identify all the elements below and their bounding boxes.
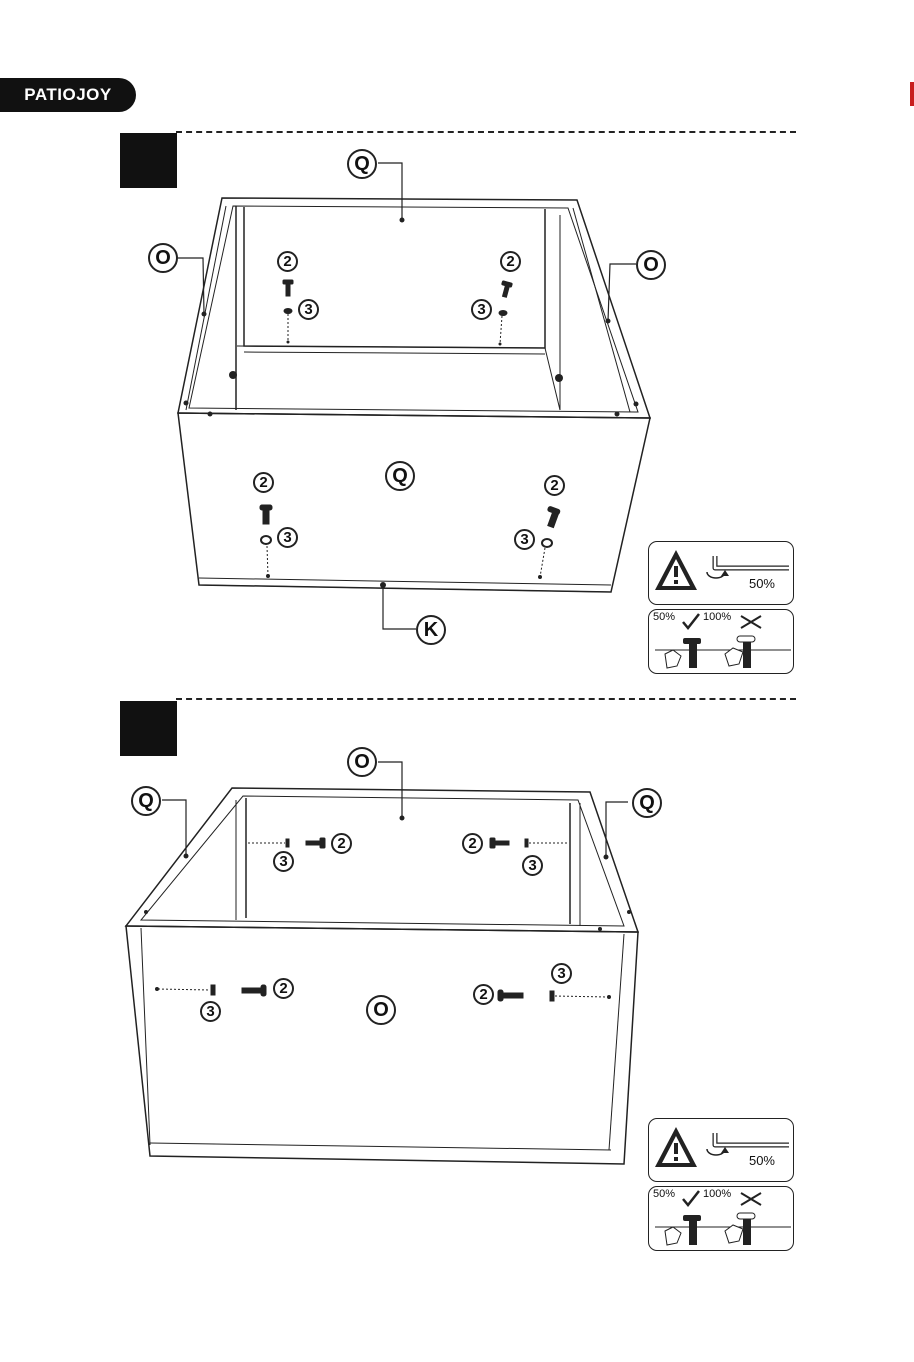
hex-key-icon [715, 1133, 789, 1145]
washer-label: 3 [200, 1001, 221, 1022]
screw-label: 2 [473, 984, 494, 1005]
hand-icon [665, 1227, 681, 1245]
hand-icon [725, 1225, 743, 1243]
torque-percent: 50% [749, 1153, 775, 1168]
check-icon [683, 1191, 699, 1205]
screw-label: 2 [331, 833, 352, 854]
cross-icon [741, 1193, 761, 1205]
tightening-warning: 50% 50% 100% [648, 1118, 794, 1251]
part-callout-right: Q [632, 788, 662, 818]
part-callout-front: O [366, 995, 396, 1025]
screw-label: 2 [462, 833, 483, 854]
washer-label: 3 [273, 851, 294, 872]
part-callout-left: Q [131, 786, 161, 816]
ok-percent: 50% [653, 1188, 675, 1200]
washer-label: 3 [551, 963, 572, 984]
bad-percent: 100% [703, 1188, 731, 1200]
part-callout-top: O [347, 747, 377, 777]
screw-label: 2 [273, 978, 294, 999]
washer-label: 3 [522, 855, 543, 876]
